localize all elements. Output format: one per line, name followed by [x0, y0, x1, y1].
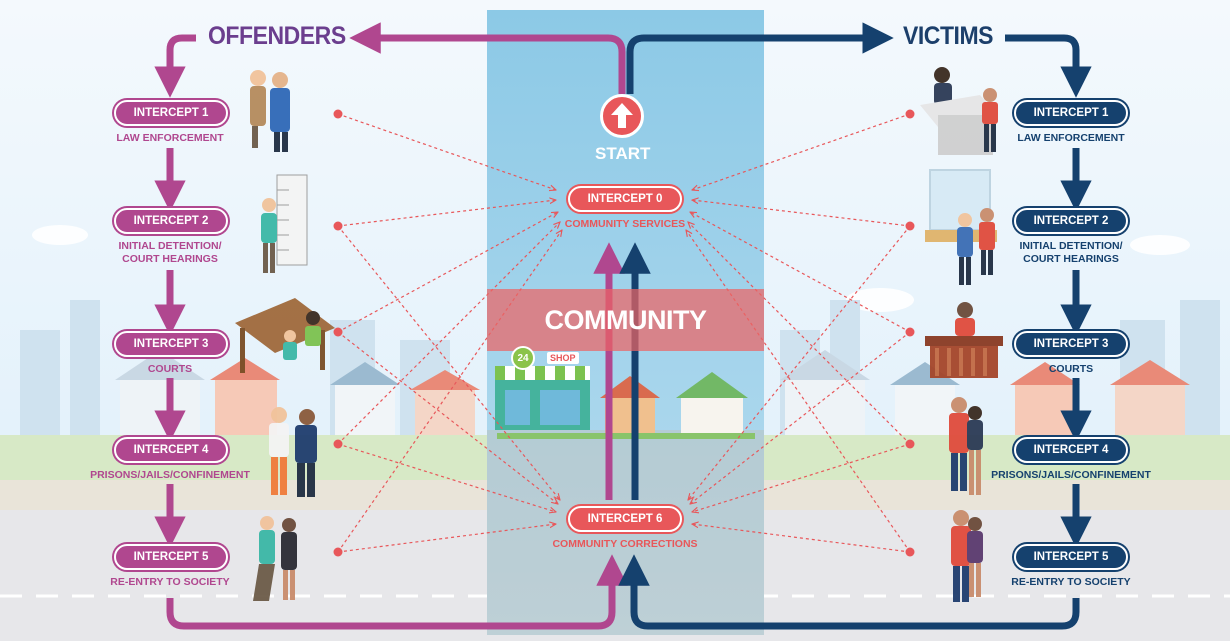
victim-intercept-2-pill[interactable]: INTERCEPT 2	[1014, 208, 1128, 234]
arrow-up-icon	[611, 103, 633, 128]
intercept-0-desc: COMMUNITY SERVICES	[564, 218, 686, 230]
start-to-victims-arrow	[626, 22, 894, 94]
victim-intercept-1-desc: LAW ENFORCEMENT	[1017, 132, 1125, 144]
offender-intercept-4-pill[interactable]: INTERCEPT 4	[114, 437, 228, 463]
victims-entry-arrow	[1005, 34, 1092, 98]
start-to-offenders-arrow	[349, 22, 626, 94]
offender-intercept-5-desc: RE-ENTRY TO SOCIETY	[110, 576, 230, 588]
store-24-badge: 24	[511, 346, 535, 370]
start-label: START	[595, 144, 651, 163]
intercept-6-desc: COMMUNITY CORRECTIONS	[552, 538, 698, 550]
victims-heading: VICTIMS	[903, 22, 994, 50]
victim-intercept-2-desc: INITIAL DETENTION/ COURT HEARINGS	[1019, 240, 1123, 265]
offenders-heading: OFFENDERS	[208, 22, 346, 50]
intercept-0-pill[interactable]: INTERCEPT 0	[568, 186, 682, 212]
community-label: COMMUNITY	[544, 305, 707, 335]
intercept-6-pill[interactable]: INTERCEPT 6	[568, 506, 682, 532]
victims-return-arrow	[618, 554, 1080, 630]
shop-sign: SHOP	[547, 352, 579, 364]
offender-intercept-3-pill[interactable]: INTERCEPT 3	[114, 331, 228, 357]
victim-intercept-5-desc: RE-ENTRY TO SOCIETY	[1011, 576, 1131, 588]
offender-intercept-2-desc: INITIAL DETENTION/ COURT HEARINGS	[118, 240, 222, 265]
offenders-entry-arrow	[154, 34, 196, 98]
offender-intercept-4-desc: PRISONS/JAILS/CONFINEMENT	[90, 469, 250, 481]
victim-intercept-5-pill[interactable]: INTERCEPT 5	[1014, 544, 1128, 570]
victim-intercept-4-desc: PRISONS/JAILS/CONFINEMENT	[991, 469, 1151, 481]
offenders-return-arrow	[166, 554, 628, 630]
victim-intercept-3-pill[interactable]: INTERCEPT 3	[1014, 331, 1128, 357]
offender-intercept-3-desc: COURTS	[147, 363, 193, 375]
community-band	[487, 289, 764, 351]
victim-intercept-3-desc: COURTS	[1048, 363, 1094, 375]
offender-intercept-2-pill[interactable]: INTERCEPT 2	[114, 208, 228, 234]
offender-intercept-5-pill[interactable]: INTERCEPT 5	[114, 544, 228, 570]
victim-intercept-1-pill[interactable]: INTERCEPT 1	[1014, 100, 1128, 126]
offender-intercept-1-desc: LAW ENFORCEMENT	[116, 132, 224, 144]
victim-intercept-4-pill[interactable]: INTERCEPT 4	[1014, 437, 1128, 463]
offender-intercept-1-pill[interactable]: INTERCEPT 1	[114, 100, 228, 126]
start-button[interactable]	[600, 94, 644, 138]
